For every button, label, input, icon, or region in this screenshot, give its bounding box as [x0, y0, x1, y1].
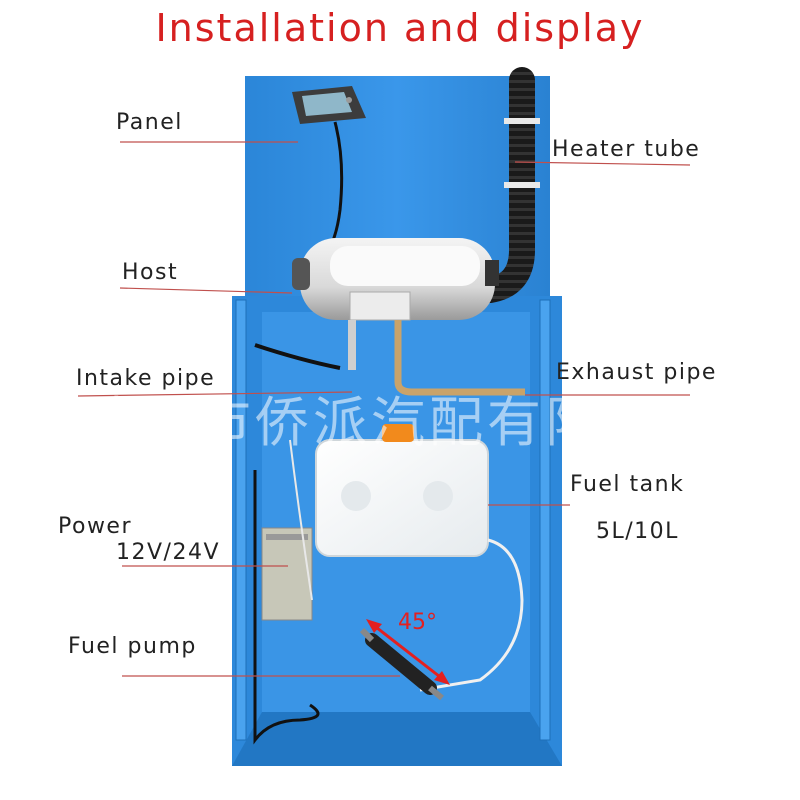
label-host: Host	[122, 260, 179, 285]
tube-clamp	[504, 118, 540, 124]
fuel-tank-icon	[315, 424, 489, 557]
leader-lines	[77, 141, 691, 677]
intake-hose	[254, 343, 341, 370]
cabinet-left-rail	[235, 299, 247, 741]
lcd-controller-icon	[292, 86, 366, 124]
cabinet-right-rail	[539, 299, 551, 741]
label-heater-tube: Heater tube	[552, 137, 701, 162]
angle-arrow	[366, 619, 450, 685]
power-cable	[253, 470, 320, 745]
fuel-pump-icon	[359, 627, 444, 701]
label-panel: Panel	[116, 110, 183, 135]
pump-angle-label: 45°	[398, 610, 437, 635]
label-power-voltage: 12V/24V	[116, 540, 220, 565]
power-cable-white	[289, 439, 313, 601]
fuel-line	[419, 538, 524, 692]
tube-clamp	[504, 182, 540, 188]
watermark: 瑞安市侨派汽配有限公司	[81, 391, 719, 454]
label-intake-pipe: Intake pipe	[76, 366, 216, 391]
cabinet-floor	[232, 712, 562, 766]
label-fuel-tank: Fuel tank	[570, 472, 685, 497]
heater-unit-icon	[292, 238, 499, 321]
label-power: Power	[58, 514, 133, 539]
label-exhaust-pipe: Exhaust pipe	[556, 360, 717, 385]
label-fuel-tank-capacity: 5L/10L	[596, 519, 679, 544]
page-title: Installation and display	[155, 6, 645, 50]
exhaust-pipe	[394, 320, 525, 396]
label-fuel-pump: Fuel pump	[68, 634, 197, 659]
heater-tube	[477, 67, 535, 303]
